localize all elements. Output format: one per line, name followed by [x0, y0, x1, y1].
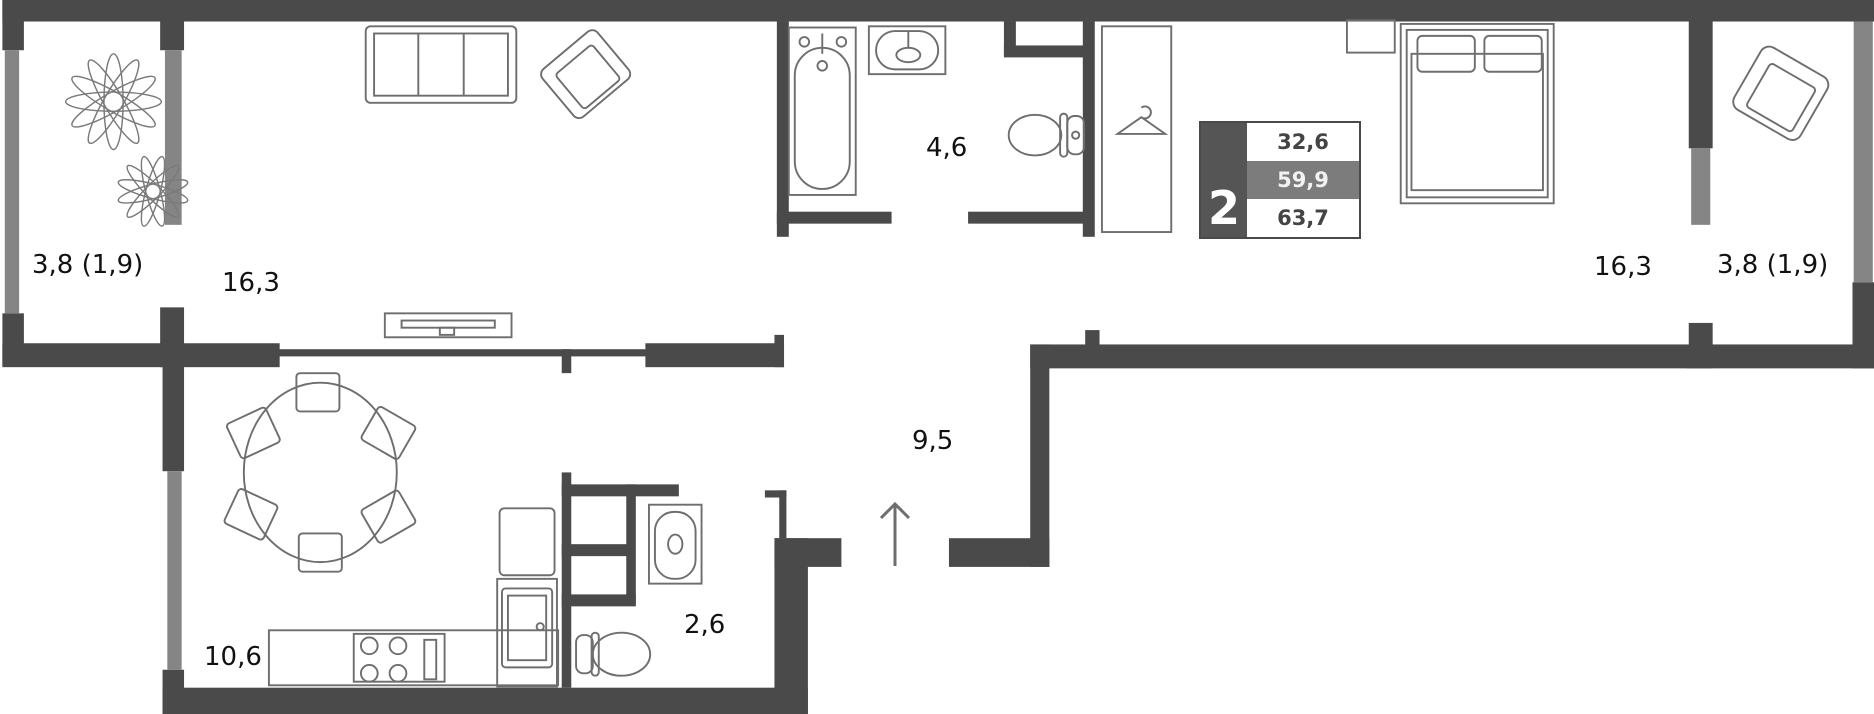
toilet-icon [575, 631, 652, 677]
armchair-icon [540, 29, 632, 120]
room-area-wc: 2,6 [684, 610, 726, 640]
room-area-hallway: 9,5 [912, 426, 954, 456]
living-area-value: 32,6 [1277, 130, 1329, 154]
dining-table-icon [223, 372, 417, 573]
area-summary: 32,6 59,9 63,7 [1247, 123, 1359, 237]
fridge-icon [498, 507, 556, 577]
room-area-bedroom: 16,3 [1594, 252, 1652, 282]
room-area-balcony-right: 3,8 (1,9) [1717, 250, 1829, 280]
total-area-value: 63,7 [1277, 206, 1329, 230]
sofa-icon [364, 25, 518, 104]
room-count: 2 [1201, 123, 1247, 237]
bathtub-icon [787, 26, 857, 196]
armchair-icon [1732, 45, 1830, 141]
room-area-kitchen: 10,6 [204, 642, 262, 672]
wardrobe-hanger-icon [1100, 25, 1173, 233]
room-area-bathroom: 4,6 [926, 133, 968, 163]
sink-icon [867, 25, 947, 76]
double-bed-icon [1399, 22, 1555, 205]
area-without-balcony-value: 59,9 [1247, 161, 1359, 199]
plant-icon [65, 53, 189, 227]
toilet-icon [1007, 112, 1085, 158]
stove-icon [267, 629, 560, 687]
kitchen-sink-icon [496, 577, 558, 688]
entrance-arrow-icon [879, 501, 911, 566]
room-area-living-room: 16,3 [222, 268, 280, 298]
tv-stand-icon [383, 312, 513, 339]
room-area-balcony-left: 3,8 (1,9) [32, 250, 144, 280]
apartment-summary-badge: 2 32,6 59,9 63,7 [1199, 121, 1361, 239]
nightstand-icon [1345, 19, 1396, 54]
sink-icon [648, 503, 703, 585]
